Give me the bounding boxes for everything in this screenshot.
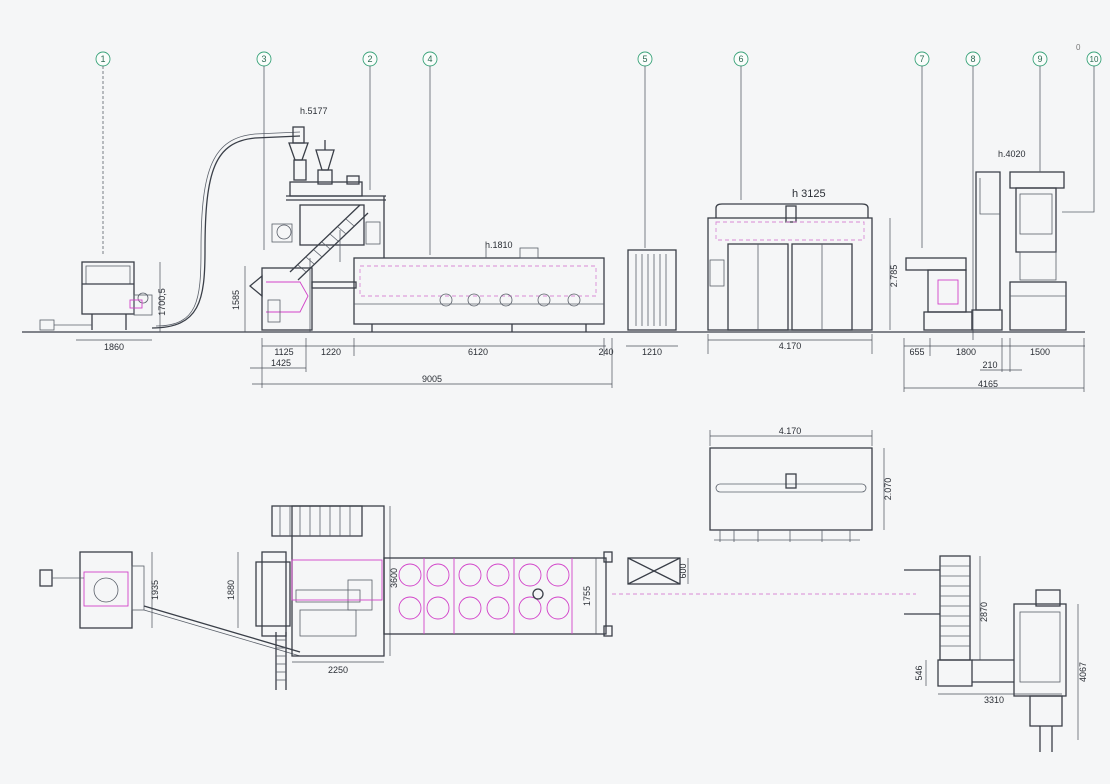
- extruder-platform-side: [271, 126, 386, 332]
- dim-1880: 1880: [226, 580, 236, 600]
- dim-1425: 1425: [271, 358, 291, 368]
- dim-1755: 1755: [582, 586, 592, 606]
- dim-210: 210: [982, 360, 997, 370]
- dim-2070: 2.070: [883, 478, 893, 501]
- station-marker-9: 9: [1032, 51, 1048, 160]
- station-label-2: 2: [367, 54, 372, 64]
- mixer-plan: 1935: [39, 551, 160, 629]
- station-marker-10: 10: [1062, 51, 1102, 213]
- dim-4067: 4067: [1078, 662, 1088, 682]
- station-marker-8: 8: [965, 51, 981, 340]
- dim-1800: 1800: [956, 347, 976, 357]
- extruder-platform-plan: 1880 2250 3600: [226, 505, 399, 690]
- dim-1125: 1125: [274, 347, 293, 357]
- side-elevation: h.5177 h.1810 h 3125 h.4020 1860 1700,5 …: [22, 106, 1085, 392]
- station-label-9: 9: [1037, 54, 1042, 64]
- dim-1220: 1220: [321, 347, 341, 357]
- station-label-6: 6: [738, 54, 743, 64]
- dim-240: 240: [598, 347, 613, 357]
- station-marker-7: 7: [914, 51, 930, 248]
- dim-3310: 3310: [984, 695, 1004, 705]
- dim-3600: 3600: [389, 568, 399, 588]
- station-marker-4: 4: [422, 51, 438, 255]
- dim-546: 546: [914, 665, 924, 680]
- drying-chamber-plan: 4.170 2.070: [709, 426, 893, 542]
- dim-4170-side: 4.170: [779, 341, 802, 351]
- oven-conveyor-side: [353, 247, 605, 332]
- packaging-line-side: [905, 160, 1067, 331]
- drying-chamber-side: [707, 203, 873, 331]
- station-label-7: 7: [919, 54, 924, 64]
- height-label-4020: h.4020: [998, 149, 1026, 159]
- station-marker-1: 1: [95, 51, 111, 255]
- dim-1210: 1210: [642, 347, 662, 357]
- dim-2870: 2870: [979, 602, 989, 622]
- dim-2785: 2.785: [889, 265, 899, 288]
- dim-1585: 1585: [231, 290, 241, 310]
- station-markers: 1 3 2 4 5 6 7: [95, 43, 1102, 340]
- height-label-1810: h.1810: [485, 240, 513, 250]
- station-label-5: 5: [642, 54, 647, 64]
- side-dimension-lines: 1860 1700,5 1585 1125 1220 6120 240 1425…: [76, 218, 1085, 392]
- dim-6120: 6120: [468, 347, 488, 357]
- extruder-side: [248, 267, 357, 331]
- dim-1935: 1935: [150, 580, 160, 600]
- dim-4165: 4165: [978, 379, 998, 389]
- corner-mark: 0: [1076, 43, 1081, 52]
- height-label-5177: h.5177: [300, 106, 328, 116]
- station-label-3: 3: [261, 54, 266, 64]
- dim-600: 600: [678, 563, 688, 578]
- station-marker-3: 3: [256, 51, 272, 250]
- dim-1500: 1500: [1030, 347, 1050, 357]
- station-label-10: 10: [1090, 55, 1099, 64]
- cooler-side: [627, 249, 677, 331]
- feed-hose: [151, 135, 301, 329]
- station-label-8: 8: [970, 54, 975, 64]
- station-marker-2: 2: [362, 51, 378, 190]
- station-marker-5: 5: [637, 51, 653, 248]
- plan-view: 4.170 2.070 1935: [39, 426, 1088, 752]
- feed-hose-plan: [143, 605, 301, 653]
- height-label-3125: h 3125: [792, 188, 826, 200]
- oven-conveyor-plan: 1755: [383, 551, 613, 637]
- dim-1860: 1860: [104, 342, 124, 352]
- dim-655: 655: [909, 347, 924, 357]
- dim-4170-plan: 4.170: [779, 426, 802, 436]
- station-label-4: 4: [427, 54, 432, 64]
- packaging-plan: 2870 546 3310 4067: [904, 555, 1088, 752]
- station-label-1: 1: [100, 54, 105, 64]
- dim-2250: 2250: [328, 665, 348, 675]
- dim-9005: 9005: [422, 374, 442, 384]
- dim-1700: 1700,5: [157, 288, 167, 316]
- cooler-plan: 600: [627, 557, 689, 585]
- mixer-unit-side: [39, 261, 153, 331]
- station-marker-6: 6: [733, 51, 749, 200]
